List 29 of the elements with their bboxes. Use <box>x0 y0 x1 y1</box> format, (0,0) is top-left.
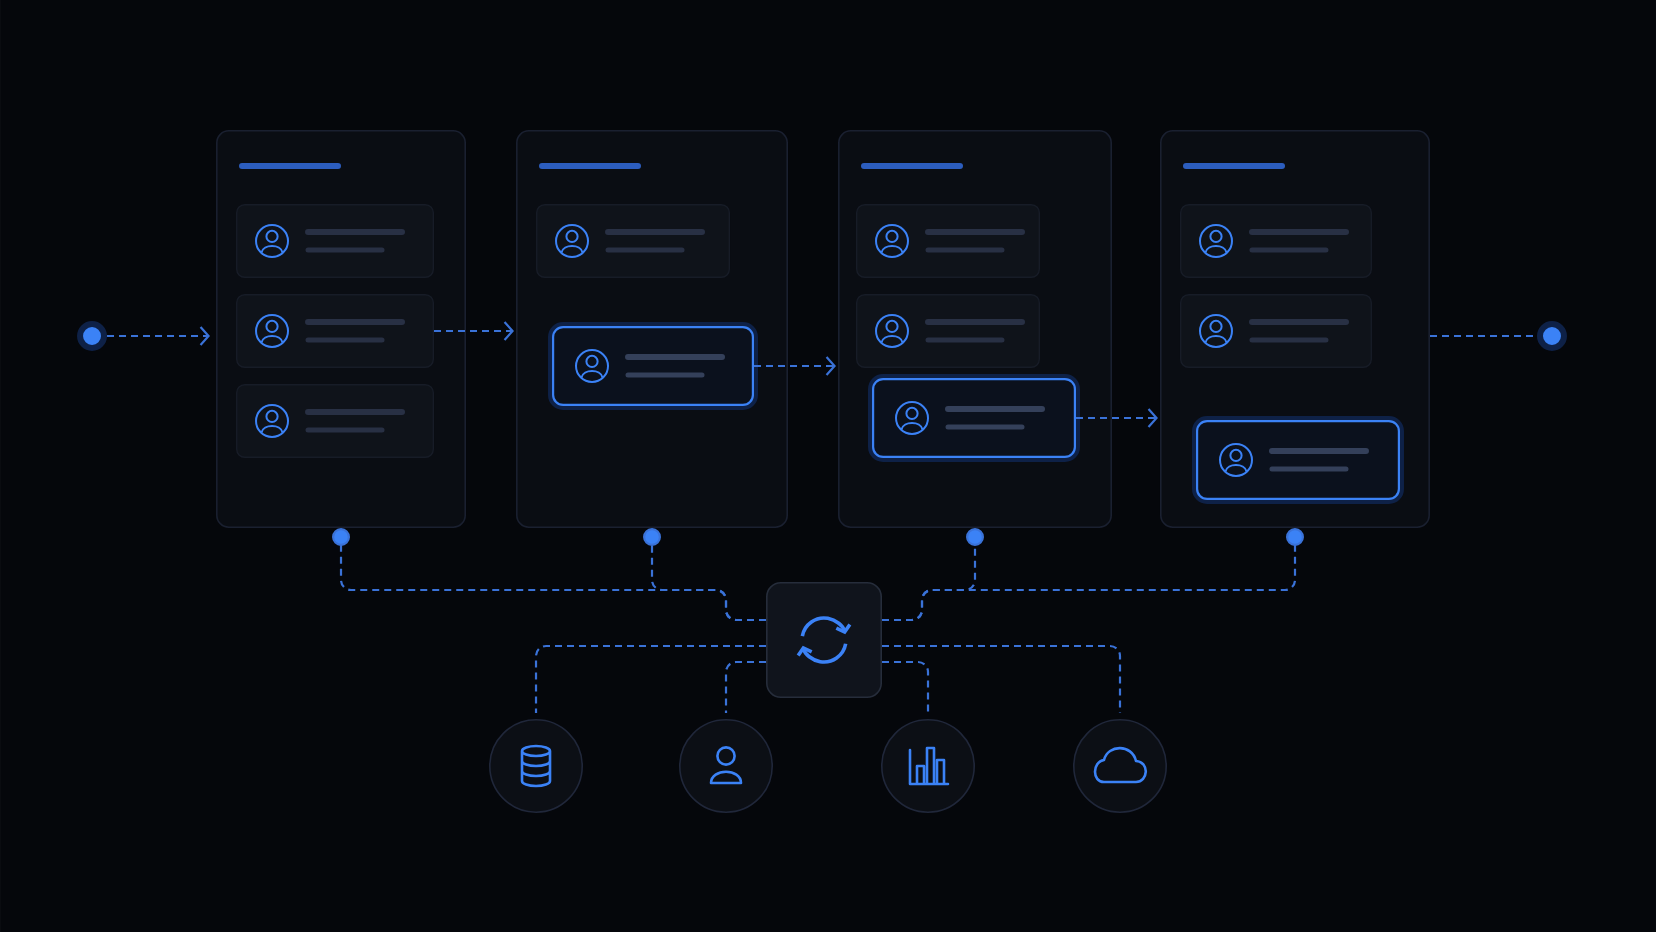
selected-card <box>548 322 758 410</box>
icon-circle <box>1073 719 1167 813</box>
arrow <box>107 326 211 346</box>
list-card <box>856 294 1040 368</box>
list-card <box>236 204 434 278</box>
hub-box <box>766 582 882 698</box>
icon-circle <box>679 719 773 813</box>
icon-circle <box>489 719 583 813</box>
endpoint-dot <box>1537 321 1567 351</box>
list-card <box>236 384 434 458</box>
selected-card <box>1192 416 1404 504</box>
arrow <box>1076 408 1158 428</box>
list-card <box>1180 204 1372 278</box>
connector-line <box>1430 334 1537 338</box>
list-card <box>536 204 730 278</box>
connector-line <box>534 644 766 713</box>
list-card <box>856 204 1040 278</box>
arrow <box>754 356 836 376</box>
list-card <box>236 294 434 368</box>
list-card <box>1180 294 1372 368</box>
connector-line <box>724 660 766 713</box>
connector-line <box>882 644 1122 713</box>
endpoint-dot <box>77 321 107 351</box>
connector-line <box>643 528 766 622</box>
connector-line <box>882 660 930 713</box>
icon-circle <box>881 719 975 813</box>
arrow <box>434 321 514 341</box>
connector-line <box>882 528 1304 622</box>
selected-card <box>868 374 1080 462</box>
